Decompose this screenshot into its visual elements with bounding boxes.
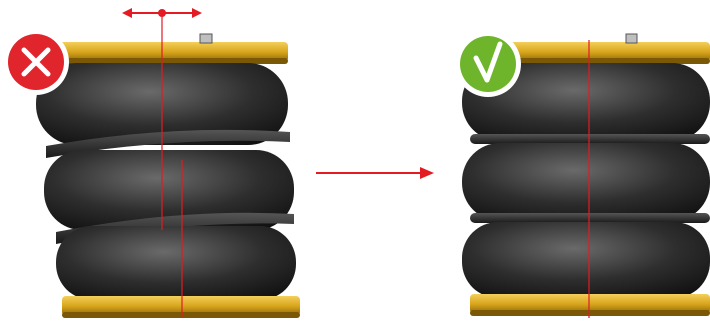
incorrect-badge — [3, 29, 69, 95]
lower-girdle-ring — [470, 213, 710, 223]
air-fitting — [625, 33, 638, 44]
upper-girdle-ring — [470, 134, 710, 144]
bottom-mounting-plate — [62, 296, 300, 316]
misaligned-air-spring — [36, 8, 300, 318]
air-fitting — [199, 33, 213, 44]
upper-girdle-ring — [46, 129, 290, 158]
middle-bellow — [44, 150, 294, 230]
bottom-mounting-plate — [470, 294, 710, 314]
lower-bellow — [56, 226, 296, 300]
lower-bellow — [462, 222, 710, 298]
top-mounting-plate — [40, 42, 288, 62]
correct-badge — [455, 31, 521, 97]
middle-bellow — [462, 143, 710, 221]
upper-bellow — [462, 63, 710, 141]
check-icon — [473, 41, 503, 83]
lateral-offset-arrow — [122, 8, 202, 18]
top-mounting-plate — [474, 42, 710, 62]
lower-girdle-ring — [56, 212, 294, 244]
transition-arrow — [316, 167, 434, 179]
cross-icon — [21, 47, 51, 77]
aligned-air-spring — [462, 33, 710, 318]
